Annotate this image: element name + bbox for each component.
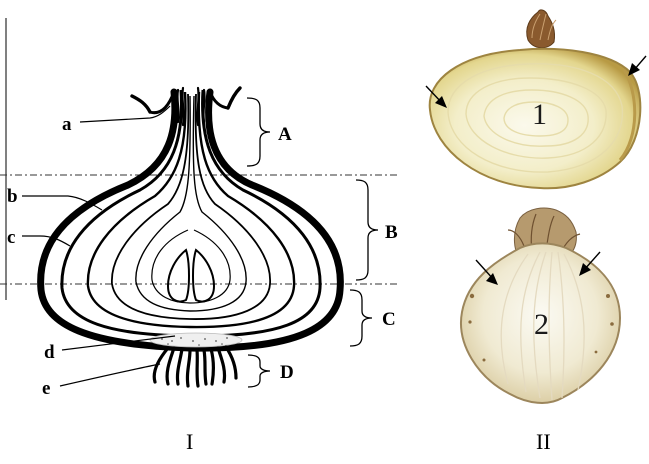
label-a: a	[62, 114, 72, 135]
panel-numeral-II: II	[536, 429, 551, 454]
label-e: e	[42, 378, 50, 399]
leader-e	[60, 364, 160, 386]
brace-B	[356, 180, 378, 280]
scale-layer-4	[112, 94, 270, 319]
label-b: b	[7, 186, 18, 207]
panel-numeral-I: I	[186, 429, 193, 454]
label-c: c	[7, 227, 15, 248]
onion-photo-1: 1	[426, 10, 646, 188]
brace-A	[247, 98, 270, 166]
label-d: d	[44, 342, 55, 363]
zone-label-D: D	[280, 362, 294, 383]
scale-layer-inner	[152, 230, 230, 303]
central-bud-right	[193, 250, 214, 301]
basal-plate	[150, 333, 242, 347]
brace-D	[248, 355, 270, 387]
zone-label-C: C	[382, 309, 396, 330]
onion-diagram: a b c d e A B C D I	[0, 18, 400, 454]
scale-layer-3	[88, 92, 294, 327]
onion-photos: 1 2 II	[426, 10, 646, 454]
onion-photo-2: 2	[461, 208, 620, 403]
brace-C	[350, 290, 372, 346]
roots	[154, 347, 236, 386]
zone-label-A: A	[278, 124, 292, 145]
zone-label-B: B	[385, 222, 398, 243]
central-bud-left	[168, 250, 189, 301]
photo-2-number: 2	[534, 308, 549, 341]
photo-1-neck	[527, 10, 555, 48]
photo-1-number: 1	[532, 98, 547, 131]
